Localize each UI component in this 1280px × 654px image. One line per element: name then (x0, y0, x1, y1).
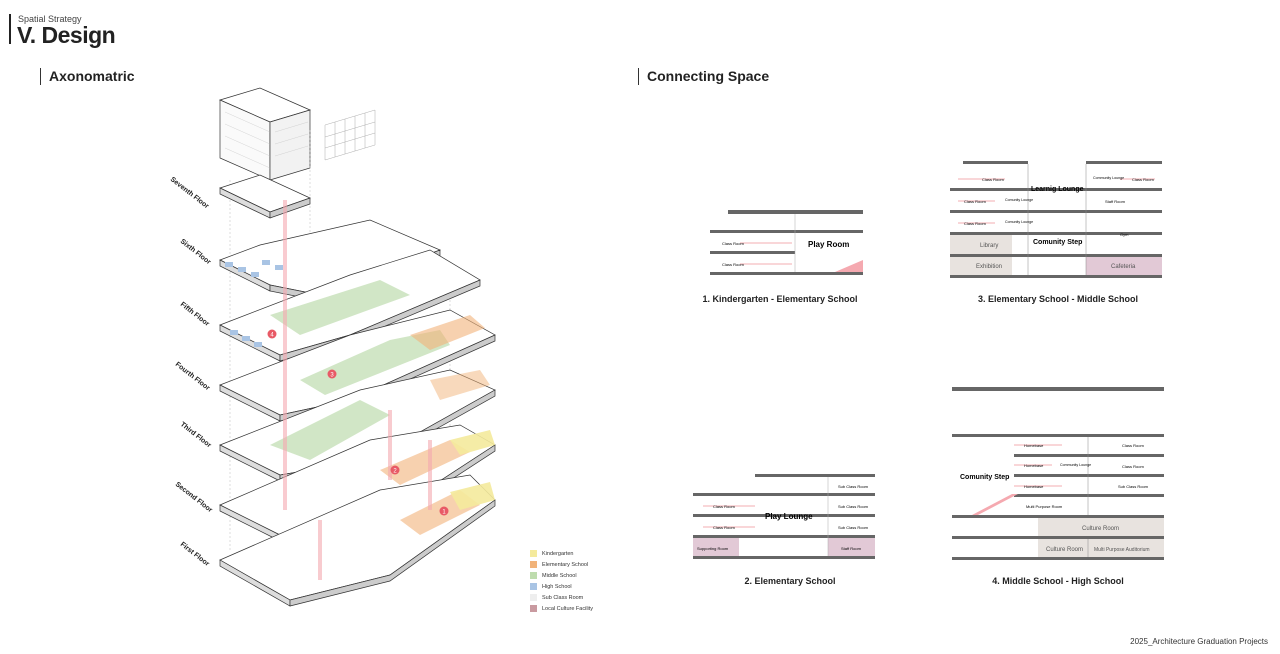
svg-text:Supporting Room: Supporting Room (697, 546, 729, 551)
floor-label-sixth: Sixth Floor (179, 238, 212, 266)
svg-text:Cafeteria: Cafeteria (1111, 264, 1136, 270)
svg-text:Library: Library (980, 243, 998, 249)
svg-text:Homebase: Homebase (1024, 484, 1044, 489)
svg-text:Comunity Step: Comunity Step (1033, 239, 1082, 246)
svg-text:Comunity Lounge: Comunity Lounge (1005, 198, 1033, 202)
marker-4: 4 (270, 333, 274, 339)
diagram-2-caption: 2. Elementary School (744, 576, 836, 586)
svg-text:Culture Room: Culture Room (1046, 547, 1083, 553)
marker-2: 2 (393, 469, 397, 475)
page-title: V. Design (17, 22, 116, 48)
footer-text: 2025_Architecture Graduation Projects (1130, 637, 1268, 646)
connecting-space-section-title: Connecting Space (638, 68, 769, 85)
second-floor-plate (219, 424, 496, 542)
svg-text:Staff Room: Staff Room (1105, 199, 1126, 204)
svg-text:Play Lounge: Play Lounge (765, 512, 813, 521)
fourth-floor-plate (219, 309, 496, 422)
legend-item-subclass: Sub Class Room (530, 592, 593, 603)
svg-text:Homebase: Homebase (1024, 443, 1044, 448)
section-diagram-1: Class Room Class Room Play Room (710, 210, 863, 275)
svg-text:Sub Class Room: Sub Class Room (838, 504, 869, 509)
section-diagram-3: Class Room Class Room Class Room Comunit… (950, 161, 1162, 278)
floor-label-fourth: Fourth Floor (174, 361, 211, 392)
diagram-4-caption: 4. Middle School - High School (992, 576, 1124, 586)
marker-3: 3 (330, 373, 334, 379)
roof-block (218, 87, 312, 181)
seventh-floor-plate (219, 174, 311, 219)
section-diagram-4: Homebase Homebase Homebase Community Lou… (952, 387, 1164, 560)
svg-text:Multi Purpose Auditorium: Multi Purpose Auditorium (1094, 547, 1150, 553)
floor-label-second: Second Floor (174, 481, 214, 514)
section-diagram-2: Class Room Class Room Play Lounge Sub Cl… (693, 474, 875, 559)
svg-text:Community Lounge: Community Lounge (1093, 176, 1124, 180)
legend-item-kindergarten: Kindergarten (530, 548, 593, 559)
svg-text:Class Room: Class Room (722, 241, 744, 246)
legend-item-elementary: Elementary School (530, 559, 593, 570)
svg-text:Community Lounge: Community Lounge (1060, 463, 1091, 467)
diagram-1-caption: 1. Kindergarten - Elementary School (702, 294, 858, 304)
floor-label-third: Third Floor (179, 421, 213, 449)
svg-text:Sub Class Room: Sub Class Room (1118, 484, 1149, 489)
svg-text:Sub Class Room: Sub Class Room (838, 484, 869, 489)
diagram-3-caption: 3. Elementary School - Middle School (977, 294, 1139, 304)
svg-text:Class Room: Class Room (964, 221, 986, 226)
legend-item-culture: Local Culture Facility (530, 603, 593, 614)
floor-label-seventh: Seventh Floor (169, 176, 210, 210)
svg-text:Class Room: Class Room (713, 525, 735, 530)
svg-text:Play Room: Play Room (808, 240, 849, 249)
svg-text:Class Room: Class Room (1122, 464, 1144, 469)
svg-text:Comunity Lounge: Comunity Lounge (1005, 220, 1033, 224)
svg-text:Comunity Step: Comunity Step (960, 474, 1009, 481)
axonometric-section-title: Axonomatric (40, 68, 135, 85)
svg-text:Class Room: Class Room (722, 262, 744, 267)
svg-text:Class Room: Class Room (713, 504, 735, 509)
svg-text:Exhibition: Exhibition (976, 264, 1002, 270)
svg-text:Multi Purpose Room: Multi Purpose Room (1026, 504, 1063, 509)
floor-label-first: First Floor (179, 541, 211, 568)
svg-text:Class Room: Class Room (964, 199, 986, 204)
legend-item-middle: Middle School (530, 570, 593, 581)
svg-text:Staff Room: Staff Room (841, 546, 862, 551)
axonometric-drawing: Seventh Floor Sixth Floor Fifth Floor Fo… (169, 87, 496, 607)
svg-text:Class Room: Class Room (1122, 443, 1144, 448)
svg-text:Class Room: Class Room (982, 177, 1004, 182)
legend: Kindergarten Elementary School Middle Sc… (530, 548, 593, 614)
svg-text:Homebase: Homebase (1024, 463, 1044, 468)
connection-markers: 4 3 2 1 (267, 329, 449, 516)
svg-text:Learnig Lounge: Learnig Lounge (1031, 186, 1084, 193)
marker-1: 1 (442, 510, 446, 516)
floor-label-fifth: Fifth Floor (179, 301, 211, 328)
svg-text:Sub Class Room: Sub Class Room (838, 525, 869, 530)
svg-text:Gym: Gym (1120, 232, 1129, 237)
legend-item-high: High School (530, 581, 593, 592)
header-accent-bar (9, 14, 11, 44)
header-subtitle: Spatial Strategy (18, 14, 82, 24)
svg-text:Class Room: Class Room (1132, 177, 1154, 182)
sixth-floor-plate (219, 219, 441, 302)
svg-text:Culture Room: Culture Room (1082, 526, 1119, 532)
